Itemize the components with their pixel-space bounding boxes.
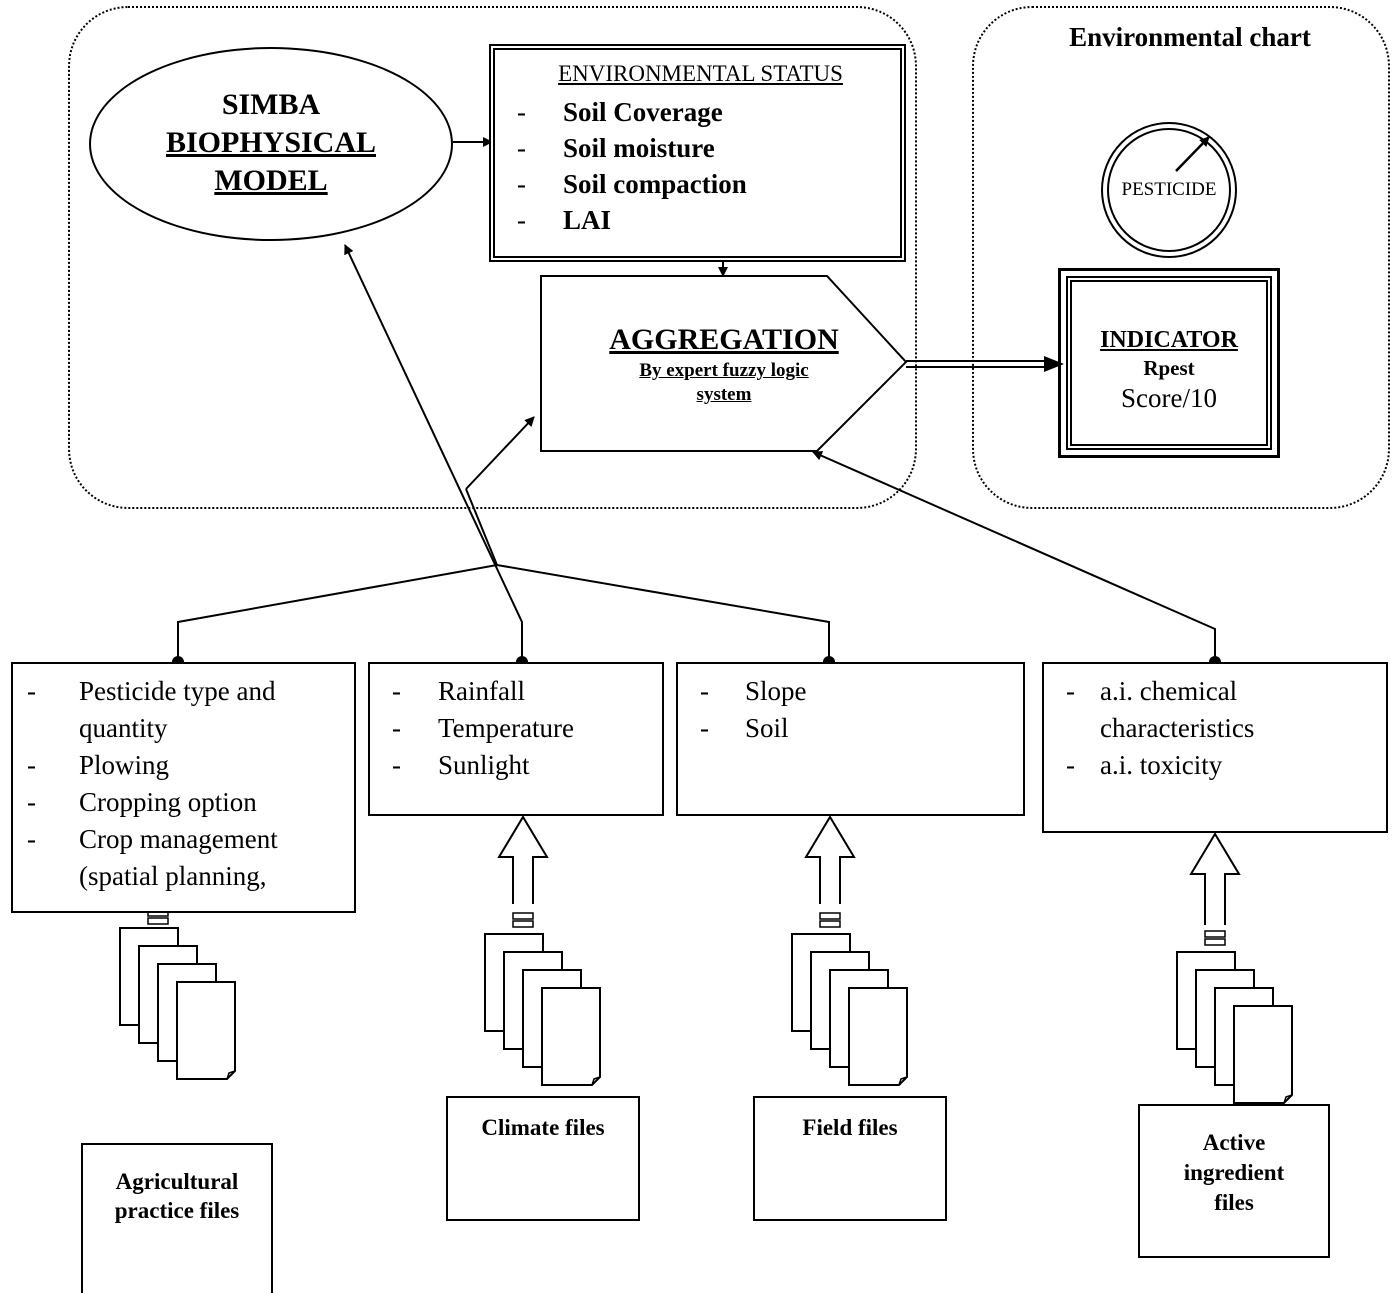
- input-item: -a.i. toxicity: [1044, 747, 1386, 784]
- gauge-label: PESTICIDE: [1121, 179, 1217, 200]
- environmental-status-box: [489, 44, 906, 262]
- field-inputs-list: - Slope - Soil: [678, 664, 1023, 747]
- input-item: - Slope: [678, 673, 1023, 710]
- status-item-label: Soil Coverage: [563, 97, 723, 127]
- climate-inputs-list: - Rainfall - Temperature - Sunlight: [370, 664, 662, 784]
- arrow-climate-to-simba: [344, 244, 523, 662]
- input-item-label: Cropping option: [79, 787, 257, 817]
- input-item-label: Crop management (spatial planning,: [79, 824, 278, 891]
- file-stack-field-icon: [791, 815, 908, 1086]
- climate-files-label: Climate files: [481, 1115, 605, 1140]
- active-ingredient-inputs-box: -a.i. chemical characteristics -a.i. tox…: [1042, 662, 1388, 833]
- input-dash: -: [392, 676, 401, 706]
- input-item-label: Sunlight: [438, 750, 530, 780]
- climate-inputs-box: - Rainfall - Temperature - Sunlight: [368, 662, 664, 816]
- simba-subtitle-2: MODEL: [214, 164, 328, 197]
- status-dash: -: [517, 133, 526, 163]
- simba-subtitle-1: BIOPHYSICAL: [165, 126, 377, 159]
- arrow-aggregation-to-indicator-head: [1044, 356, 1064, 372]
- status-item: - Soil compaction: [503, 166, 898, 202]
- file-stack-ingredient-icon: [1176, 832, 1293, 1104]
- indicator-title: INDICATOR: [1100, 327, 1238, 353]
- status-item: - Soil moisture: [503, 130, 898, 166]
- status-item: - Soil Coverage: [503, 94, 898, 130]
- arrow-bus-to-aggregation: [465, 416, 535, 490]
- indicator-label: INDICATOR Rpest Score/10: [1058, 325, 1280, 415]
- input-dash: -: [392, 750, 401, 780]
- input-dash: -: [27, 787, 36, 817]
- active-ingredient-inputs-list: -a.i. chemical characteristics -a.i. tox…: [1044, 664, 1386, 784]
- active-ingredient-files-box: Active ingredient files: [1138, 1104, 1330, 1258]
- input-dash: -: [27, 676, 36, 706]
- status-dash: -: [517, 169, 526, 199]
- input-dash: -: [700, 713, 709, 743]
- status-item: - LAI: [503, 202, 898, 238]
- agricultural-files-box: Agricultural practice files: [81, 1143, 273, 1293]
- input-item: - Temperature: [370, 710, 662, 747]
- input-item-label: Soil: [745, 713, 789, 743]
- input-dash: -: [700, 676, 709, 706]
- input-item-label: a.i. chemical characteristics: [1100, 676, 1255, 743]
- field-files-label: Field files: [802, 1115, 898, 1140]
- status-item-label: Soil moisture: [563, 133, 715, 163]
- input-item: -a.i. chemical characteristics: [1044, 673, 1386, 747]
- environmental-status-content: ENVIRONMENTAL STATUS - Soil Coverage - Soi…: [503, 60, 898, 238]
- input-dash: -: [1066, 676, 1075, 706]
- status-dash: -: [517, 97, 526, 127]
- aggregation-subtitle-1: By expert fuzzy logic: [639, 360, 809, 381]
- environmental-chart-title: Environmental chart: [1069, 22, 1311, 52]
- gauge-inner-ring: [1107, 128, 1231, 252]
- input-item-label: Rainfall: [438, 676, 525, 706]
- environmental-chart-region: [972, 6, 1390, 509]
- input-item: - Cropping option: [13, 784, 354, 821]
- agricultural-inputs-box: - Pesticide type and quantity - Plowing - C…: [11, 662, 356, 913]
- indicator-inner-frame: [1066, 276, 1272, 450]
- gauge-outer-ring: [1101, 122, 1237, 258]
- aggregation-label: AGGREGATION By expert fuzzy logic system: [541, 321, 907, 407]
- input-item-label: Pesticide type and quantity: [79, 676, 276, 743]
- aggregation-subtitle-2: system: [696, 384, 752, 405]
- field-inputs-box: - Slope - Soil: [676, 662, 1025, 816]
- simba-label: SIMBA BIOPHYSICAL MODEL: [89, 86, 453, 200]
- input-item: - Rainfall: [370, 673, 662, 710]
- input-item: - Pesticide type and quantity: [13, 673, 354, 747]
- agricultural-files-label: Agricultural practice files: [114, 1169, 240, 1223]
- environmental-status-title: ENVIRONMENTAL STATUS: [558, 61, 843, 86]
- indicator-name: Rpest: [1143, 356, 1195, 380]
- input-item: - Sunlight: [370, 747, 662, 784]
- aggregation-title: AGGREGATION: [609, 323, 839, 356]
- field-files-box: Field files: [753, 1096, 947, 1221]
- input-item-label: Plowing: [79, 750, 170, 780]
- input-dash: -: [27, 824, 36, 854]
- agricultural-inputs-list: - Pesticide type and quantity - Plowing - C…: [13, 664, 354, 895]
- gauge-needle-icon: [1175, 136, 1210, 172]
- input-dash: -: [1066, 750, 1075, 780]
- status-item-label: Soil compaction: [563, 169, 747, 199]
- input-dash: -: [392, 713, 401, 743]
- aggregation-shape: [540, 275, 908, 452]
- bus-trunk-line: [465, 488, 498, 566]
- indicator-box: [1058, 268, 1280, 458]
- status-item-label: LAI: [563, 205, 612, 235]
- input-bus-line: [177, 563, 830, 662]
- input-dash: -: [27, 750, 36, 780]
- arrow-ingredient-to-aggregation: [812, 451, 1216, 662]
- input-item-label: Slope: [745, 676, 807, 706]
- input-item-label: Temperature: [438, 713, 575, 743]
- input-item: - Plowing: [13, 747, 354, 784]
- indicator-score: Score/10: [1121, 383, 1217, 413]
- simba-ellipse: [89, 47, 453, 241]
- simba-title: SIMBA: [221, 88, 321, 121]
- file-stack-climate-icon: [484, 815, 601, 1086]
- active-ingredient-files-label: Active ingredient files: [1183, 1130, 1285, 1215]
- input-item: - Crop management (spatial planning,: [13, 821, 354, 895]
- input-item-label: a.i. toxicity: [1100, 750, 1223, 780]
- model-region: [68, 6, 917, 509]
- input-item: - Soil: [678, 710, 1023, 747]
- climate-files-box: Climate files: [446, 1096, 640, 1221]
- environmental-status-list: - Soil Coverage - Soil moisture - Soil comp…: [503, 94, 898, 238]
- status-dash: -: [517, 205, 526, 235]
